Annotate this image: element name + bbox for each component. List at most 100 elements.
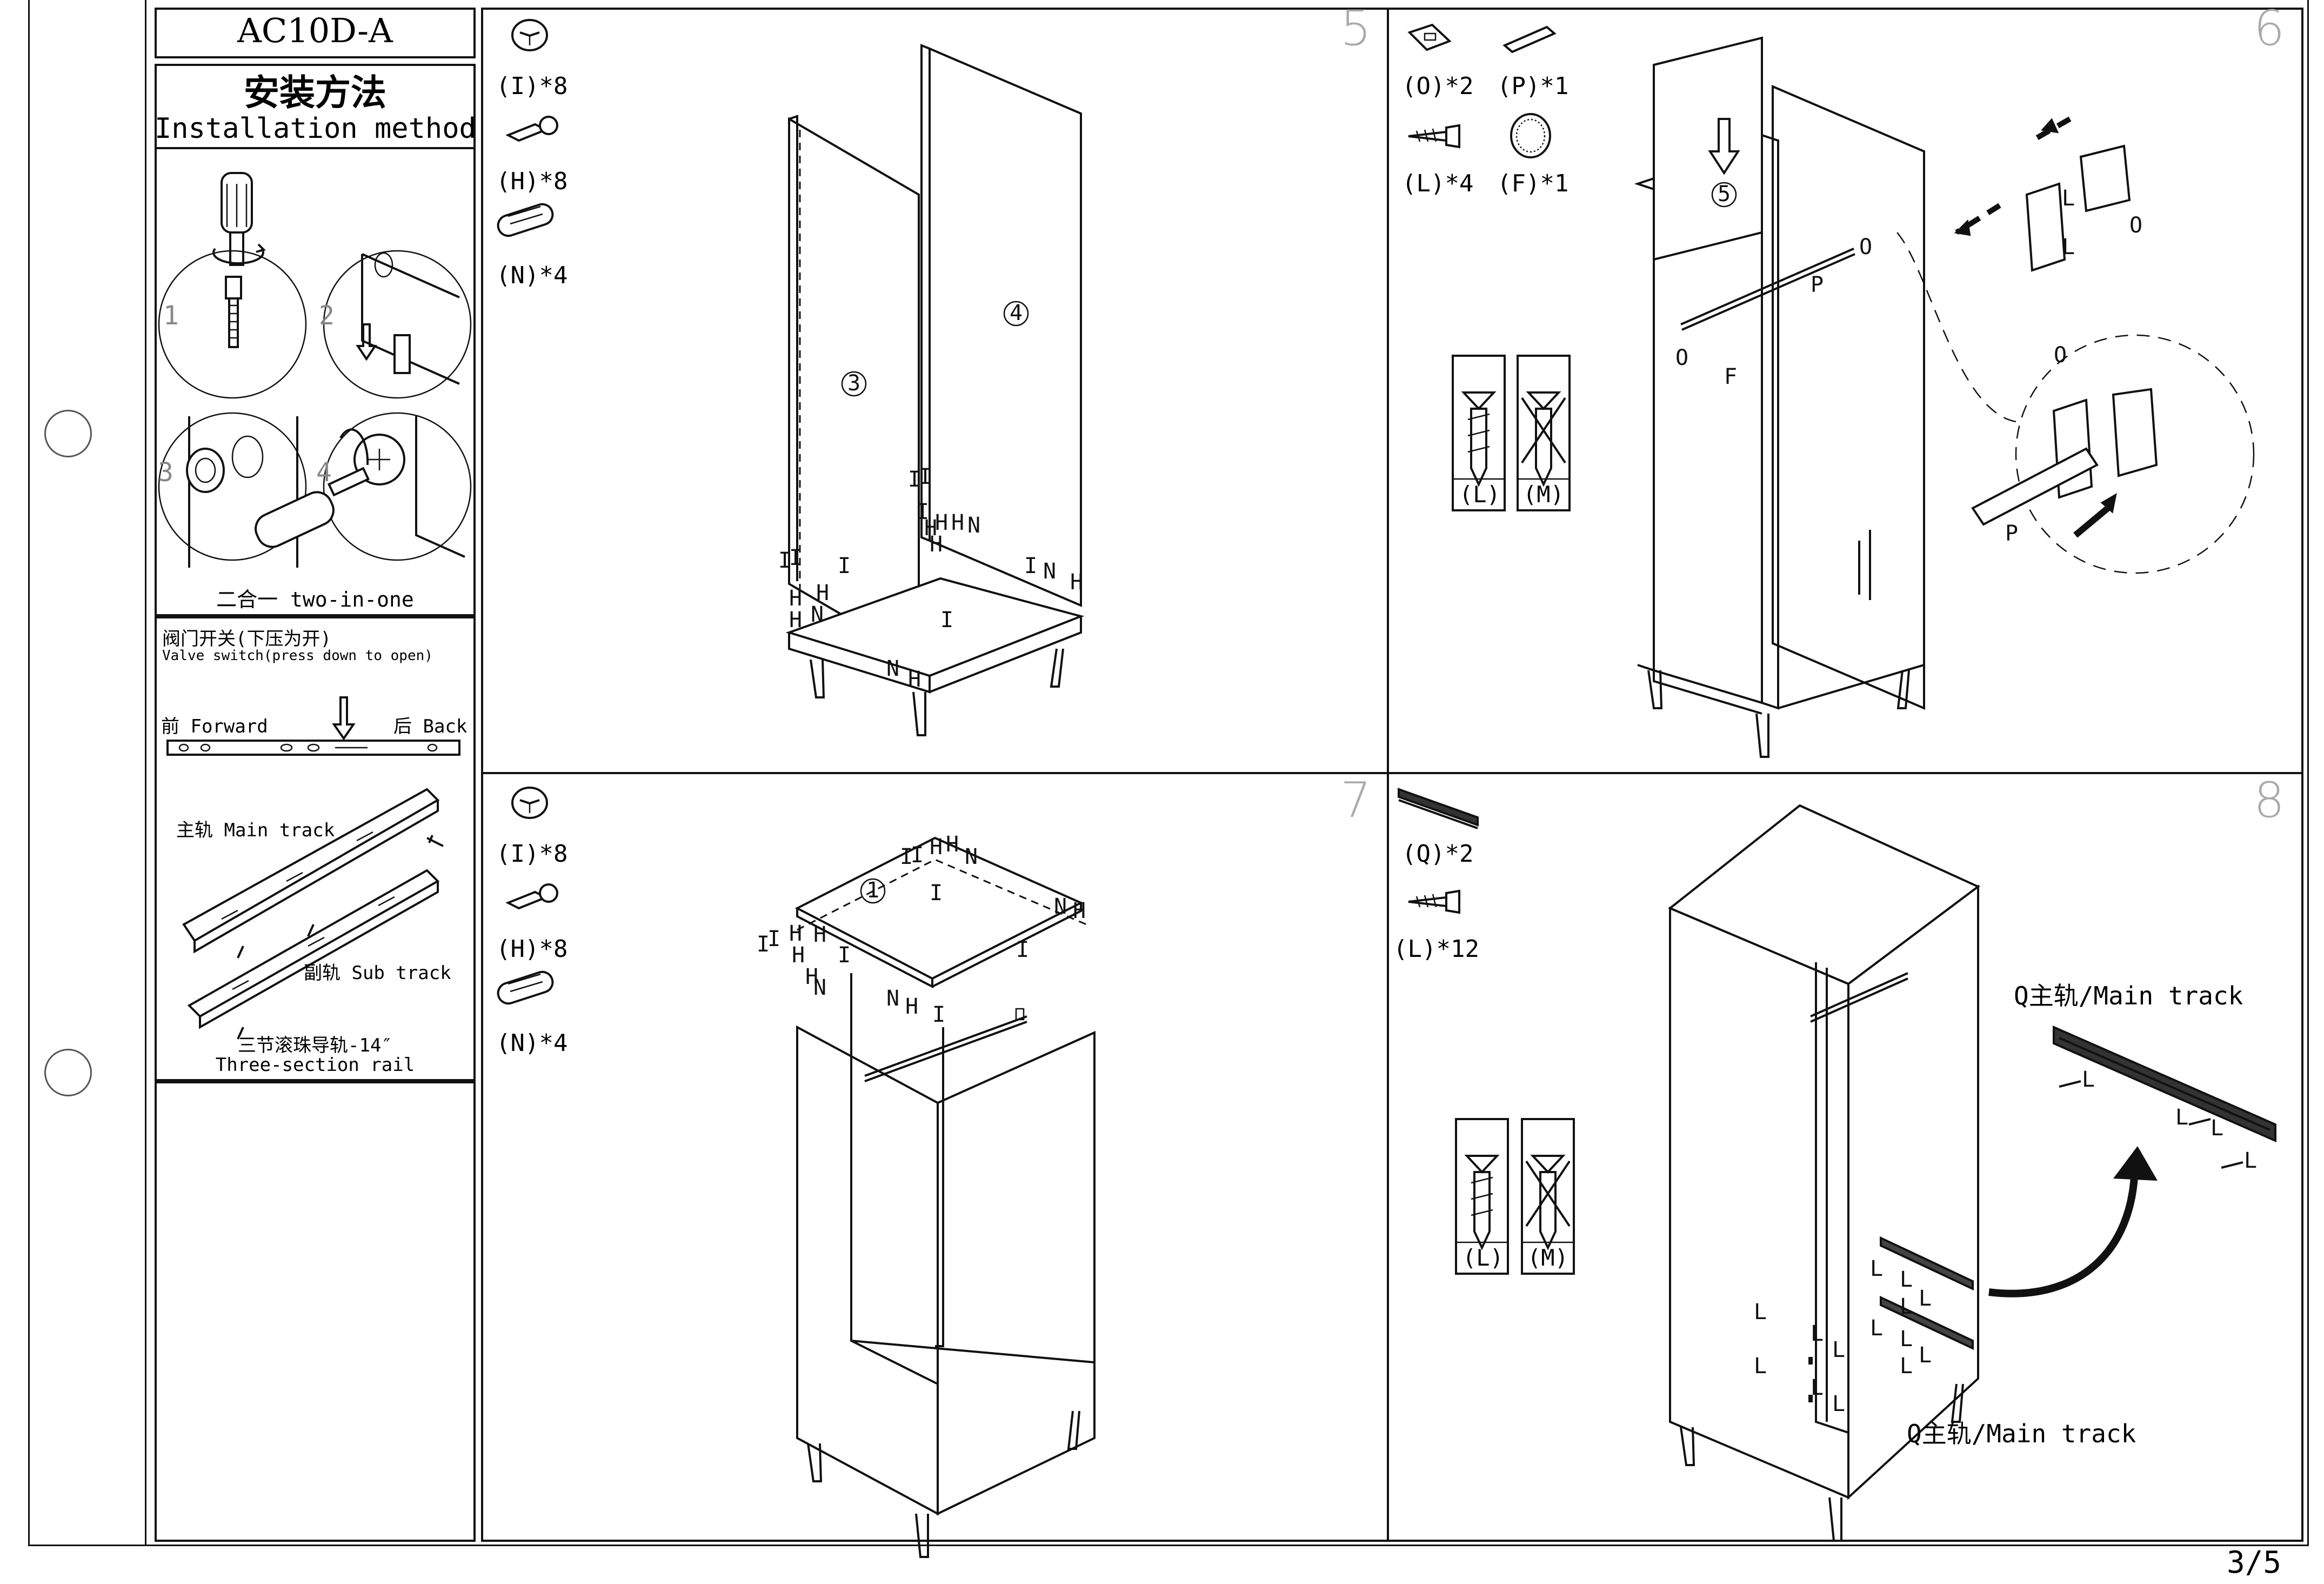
svg-text:L: L — [2082, 1067, 2095, 1092]
main-track-label-right: Q主轨/Main track — [2014, 981, 2243, 1010]
step-label: 1 — [163, 301, 179, 331]
svg-text:N: N — [886, 986, 899, 1011]
part-count: (I)*8 — [496, 72, 568, 100]
rail-socket-icon — [1407, 23, 1452, 51]
svg-text:L: L — [2175, 1105, 2188, 1130]
svg-text:L: L — [1870, 1316, 1883, 1341]
svg-text:L: L — [1811, 1321, 1824, 1346]
screw-icon — [1408, 889, 1460, 914]
step-number: 8 — [2254, 772, 2285, 829]
svg-text:I: I — [757, 932, 770, 957]
step-number: 6 — [2254, 0, 2285, 57]
part-count: (O)*2 — [1402, 72, 1474, 100]
screw-wrong-box — [1517, 355, 1571, 511]
svg-text:L: L — [1900, 1327, 1913, 1352]
svg-text:I: I — [932, 1002, 945, 1027]
svg-text:O: O — [1675, 345, 1688, 370]
sub-track-label: 副轨 Sub track — [304, 962, 451, 984]
cam-lock-icon — [511, 19, 548, 51]
screw-correct-box — [1455, 1118, 1509, 1275]
svg-text:F: F — [1724, 364, 1737, 389]
svg-text:L: L — [1832, 1392, 1845, 1416]
binding-line — [145, 0, 146, 1546]
dowel-bolt-icon — [505, 883, 558, 910]
svg-text:H: H — [1073, 899, 1086, 923]
svg-text:H: H — [951, 510, 964, 535]
binding-hole — [44, 410, 92, 457]
wood-dowel-icon — [497, 970, 554, 1005]
svg-text:I: I — [1016, 937, 1029, 962]
two-in-one-label: 二合一 two-in-one — [216, 588, 414, 611]
screw-correct-box — [1452, 355, 1506, 511]
svg-text:O: O — [2129, 213, 2142, 238]
screwdriver-icon — [255, 467, 370, 548]
svg-text:I: I — [900, 844, 913, 869]
svg-text:L: L — [1919, 1286, 1932, 1311]
svg-text:L: L — [1900, 1267, 1913, 1292]
svg-text:N: N — [1054, 894, 1067, 919]
svg-text:I: I — [789, 545, 802, 570]
grid-hline — [481, 772, 2303, 774]
svg-text:O: O — [2054, 343, 2067, 368]
rail-socket-detail: LLO OP — [1896, 116, 2255, 574]
svg-text:L: L — [1754, 1300, 1767, 1325]
svg-text:L: L — [1832, 1337, 1845, 1362]
svg-text:L: L — [2062, 186, 2075, 211]
drawer-rail-icon — [166, 696, 460, 1040]
svg-text:N: N — [811, 602, 824, 627]
main-track-label-bottom: Q主轨/Main track — [1907, 1419, 2136, 1448]
part-count: (N)*4 — [496, 262, 568, 289]
page-number: 3/5 — [2227, 1545, 2282, 1580]
divider — [155, 147, 476, 149]
method-title-en: Installation method — [155, 112, 476, 145]
svg-text:L: L — [1811, 1375, 1824, 1400]
valve-title-cn: 阀门开关(下压为开) — [162, 628, 331, 650]
svg-text:L: L — [1870, 1256, 1883, 1281]
part-count: (I)*8 — [496, 840, 568, 868]
svg-text:I: I — [911, 843, 924, 868]
svg-text:L: L — [1900, 1354, 1913, 1379]
part-count: (Q)*2 — [1402, 840, 1474, 868]
svg-text:O: O — [1859, 235, 1872, 259]
svg-text:I: I — [940, 608, 953, 633]
svg-text:N: N — [967, 513, 980, 538]
cover-cap-icon — [1510, 113, 1551, 158]
model-number: AC10D-A — [237, 11, 393, 50]
part-count: (L)*12 — [1393, 935, 1479, 963]
panel-number: 3 — [847, 371, 860, 396]
model-box — [155, 8, 476, 58]
screw-no-label: (M) — [1527, 1244, 1568, 1271]
svg-text:I: I — [930, 881, 943, 906]
back-label: 后 Back — [393, 716, 468, 737]
screwdriver-icon — [212, 172, 266, 266]
step-label: 3 — [158, 457, 173, 488]
panel-number: 4 — [1010, 301, 1023, 325]
main-track-label: 主轨 Main track — [176, 820, 335, 841]
dowel-bolt-icon — [225, 276, 242, 348]
cam-lock-icon — [511, 787, 548, 819]
wood-dowel-icon — [497, 203, 554, 237]
svg-text:H: H — [789, 586, 802, 611]
svg-text:H: H — [905, 994, 918, 1019]
part-count: (H)*8 — [496, 168, 568, 195]
screw-ok-label: (L) — [1459, 481, 1500, 508]
svg-text:L: L — [2062, 235, 2075, 259]
svg-text:H: H — [789, 608, 802, 633]
grid-vline — [1387, 8, 1389, 1542]
screw-wrong-box — [1521, 1118, 1575, 1275]
svg-text:H: H — [930, 532, 943, 557]
screw-icon — [1408, 124, 1460, 149]
svg-text:H: H — [816, 581, 829, 605]
part-count: (N)*4 — [496, 1029, 568, 1057]
two-in-one-illustration: 1 2 3 4 — [158, 172, 472, 568]
svg-text:H: H — [805, 964, 818, 989]
drawer-rail-icon — [1398, 788, 1479, 829]
svg-text:L: L — [1754, 1354, 1767, 1379]
svg-text:H: H — [908, 667, 921, 692]
step-label: 2 — [319, 301, 335, 331]
svg-text:I: I — [919, 464, 932, 489]
